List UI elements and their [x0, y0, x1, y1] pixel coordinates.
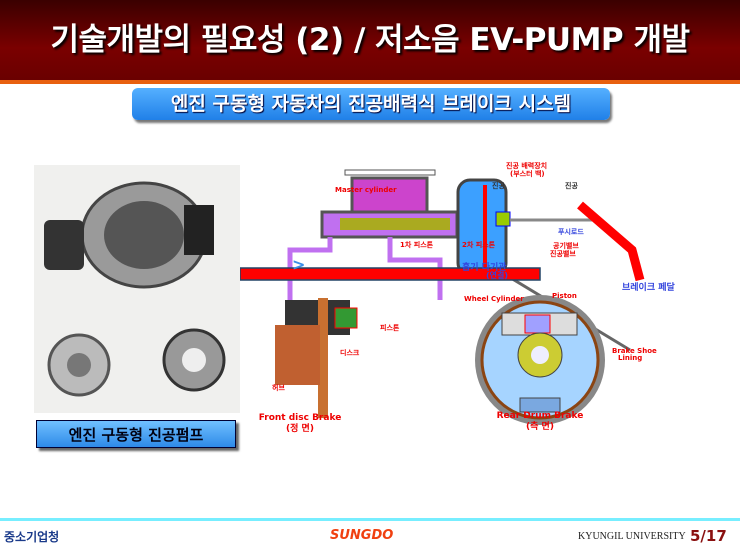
wheel-cylinder-label: Wheel Cylinder: [464, 295, 524, 303]
front-view-label: (정 면): [286, 422, 314, 434]
brake-shoe-label: Brake Shoe: [612, 347, 657, 355]
booster-sublabel: (부스터 백): [510, 169, 545, 178]
agency-logo: 중소기업청: [4, 530, 60, 544]
rear-brake-label: Rear Drum Brake: [497, 411, 584, 421]
section-subtitle: 엔진 구동형 자동차의 진공배력식 브레이크 시스템: [132, 88, 610, 120]
vacuum-left-label: 진공: [492, 181, 505, 190]
master-cylinder-label: Master cylinder: [335, 186, 397, 194]
brake-system-diagram: > 진공 배력장치 (부스터 백) Master cylinder 1차 피스톤…: [240, 161, 676, 434]
page-number: 5/17: [690, 527, 727, 545]
footer-divider: [0, 518, 740, 521]
air-valve-label: 공기밸브: [553, 241, 579, 250]
piston-label: Piston: [552, 292, 577, 300]
vacuum-right-label: 진공: [565, 181, 578, 190]
university-logo: KYUNGIL UNIVERSITY: [578, 531, 686, 542]
lining-label: Lining: [618, 354, 642, 362]
rear-view-label: (측 면): [526, 420, 554, 432]
piston1-label: 1차 피스톤: [400, 240, 434, 249]
intake-sublabel: (연결): [486, 270, 508, 280]
pushrod-label: 푸시로드: [558, 228, 584, 236]
vacuum-valve-label: 진공밸브: [550, 249, 576, 258]
company-logo: SUNGDO: [330, 528, 394, 543]
intake-label: 흡기 다기관: [462, 261, 507, 273]
piston2-label: 2차 피스톤: [462, 240, 496, 249]
svg-text:>: >: [292, 255, 305, 274]
disc-label: 디스크: [340, 348, 360, 357]
front-brake-label: Front disc Brake: [259, 413, 342, 423]
slide-header: 기술개발의 필요성 (2) / 저소음 EV-PUMP 개발: [0, 0, 740, 84]
hub-label: 허브: [272, 383, 285, 392]
photo-caption: 엔진 구동형 진공펌프: [36, 420, 236, 448]
booster-label: 진공 배력장치: [506, 161, 547, 170]
pedal-label: 브레이크 페달: [622, 281, 676, 293]
vacuum-pump-photo: [34, 165, 240, 413]
slide-title: 기술개발의 필요성 (2) / 저소음 EV-PUMP 개발: [50, 22, 690, 58]
caliper-piston-label: 피스톤: [380, 323, 400, 332]
